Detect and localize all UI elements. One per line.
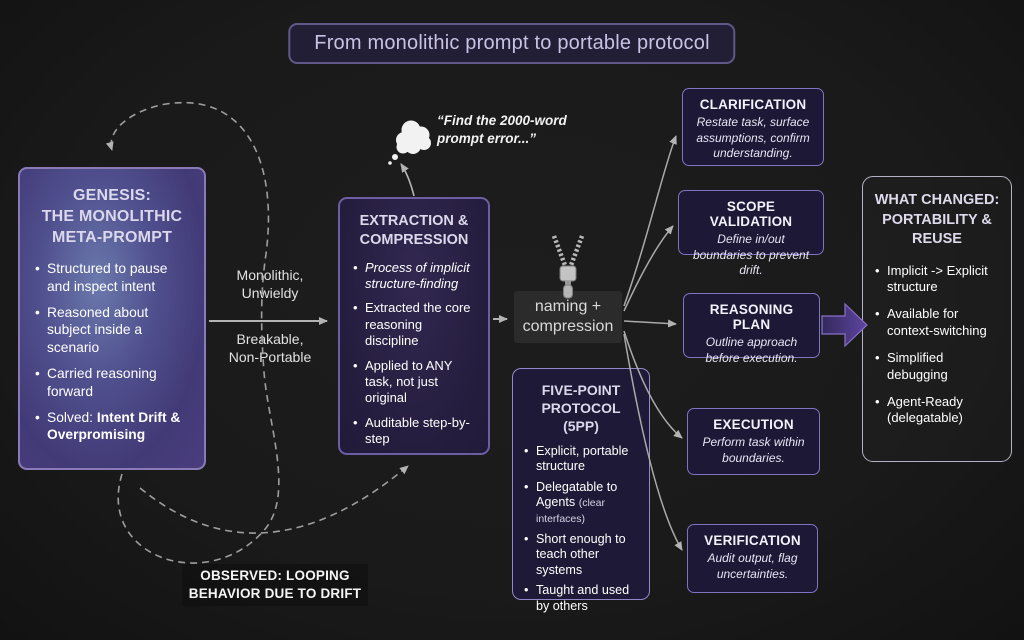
- reasoning-to-outcome-block-arrow: [821, 302, 868, 348]
- observed-looping-label: OBSERVED: LOOPING BEHAVIOR DUE TO DRIFT: [182, 564, 368, 607]
- flow-label-monolithic: Monolithic, Unwieldy: [236, 267, 304, 302]
- stage-description: Outline approach before execution.: [705, 335, 798, 365]
- extraction-heading: EXTRACTION & COMPRESSION: [359, 213, 469, 248]
- list-item: Structured to pause and inspect intent: [34, 260, 190, 295]
- list-item: Available for context-switching: [874, 306, 1000, 339]
- protocol-bullet-list: Explicit, portable structure Delegatable…: [523, 444, 639, 615]
- diagram-title: From monolithic prompt to portable proto…: [288, 23, 736, 64]
- execution-box: EXECUTION Perform task within boundaries…: [687, 408, 820, 475]
- five-point-protocol-box: FIVE-POINT PROTOCOL (5PP) Explicit, port…: [512, 368, 650, 613]
- stage-description: Perform task within boundaries.: [702, 435, 805, 465]
- outcome-bullet-list: Implicit -> Explicit structure Available…: [874, 263, 1000, 427]
- clarification-box: CLARIFICATION Restate task, surface assu…: [682, 88, 824, 166]
- reasoning-plan-box: REASONING PLAN Outline approach before e…: [683, 293, 820, 365]
- flow-label-breakable: Breakable, Non-Portable: [228, 331, 312, 366]
- delegatable-text: Delegatable to Agents: [536, 479, 618, 510]
- stage-title: SCOPE VALIDATION: [709, 199, 793, 229]
- stage-description: Define in/out boundaries to prevent drif…: [692, 232, 810, 278]
- drift-to-extraction-arrow: [139, 465, 409, 534]
- scope-validation-box: SCOPE VALIDATION Define in/out boundarie…: [678, 190, 824, 277]
- list-item: Taught and used by others: [523, 583, 639, 614]
- thought-bubble-text: “Find the 2000-word prompt error...”: [437, 113, 567, 147]
- stage-title: EXECUTION: [713, 417, 794, 432]
- extraction-to-thought-arrow: [400, 163, 415, 197]
- stage-description: Restate task, surface assumptions, confi…: [696, 115, 810, 161]
- clear-interfaces-note: (clear interfaces): [536, 497, 605, 525]
- thought-cloud-icon: [388, 120, 431, 165]
- list-item: Reasoned about subject inside a scenario: [34, 304, 190, 356]
- solved-prefix: Solved:: [47, 409, 97, 425]
- list-item: Explicit, portable structure: [523, 444, 639, 475]
- list-item: Implicit -> Explicit structure: [874, 263, 1000, 296]
- what-changed-box: WHAT CHANGED: PORTABILITY & REUSE Implic…: [862, 176, 1012, 462]
- stage-title: VERIFICATION: [704, 533, 801, 548]
- list-item: Agent-Ready (delegatable): [874, 394, 1000, 427]
- outcome-heading: WHAT CHANGED: PORTABILITY & REUSE: [874, 192, 1000, 248]
- list-item: Solved: Intent Drift & Overpromising: [34, 409, 190, 444]
- zipper-icon: [551, 235, 585, 299]
- list-item: Auditable step-by-step: [352, 415, 476, 448]
- list-item: Process of implicit structure-finding: [352, 260, 476, 293]
- stage-title: REASONING PLAN: [709, 302, 794, 332]
- list-item: Carried reasoning forward: [34, 365, 190, 400]
- naming-to-reasoning-arrow: [623, 319, 677, 328]
- naming-compression-label: naming + compression: [514, 291, 622, 343]
- genesis-bullet-list: Structured to pause and inspect intent R…: [34, 260, 190, 443]
- list-item: Short enough to teach other systems: [523, 532, 639, 579]
- list-item: Applied to ANY task, not just original: [352, 358, 476, 407]
- protocol-heading: FIVE-POINT PROTOCOL (5PP): [541, 382, 621, 435]
- extraction-box: EXTRACTION & COMPRESSION Process of impl…: [338, 197, 490, 455]
- stage-description: Audit output, flag uncertainties.: [707, 551, 798, 581]
- genesis-heading: GENESIS: THE MONOLITHIC META-PROMPT: [41, 187, 183, 247]
- naming-to-scope-arrow: [623, 225, 674, 312]
- naming-to-clarification-arrow: [623, 135, 677, 307]
- genesis-box: GENESIS: THE MONOLITHIC META-PROMPT Stru…: [18, 167, 206, 470]
- list-item: Delegatable to Agents (clear interfaces): [523, 480, 639, 527]
- list-item: Extracted the core reasoning discipline: [352, 300, 476, 349]
- list-item: Simplified debugging: [874, 350, 1000, 383]
- stage-title: CLARIFICATION: [699, 97, 807, 112]
- verification-box: VERIFICATION Audit output, flag uncertai…: [687, 524, 818, 593]
- extraction-bullet-list: Process of implicit structure-finding Ex…: [352, 260, 476, 448]
